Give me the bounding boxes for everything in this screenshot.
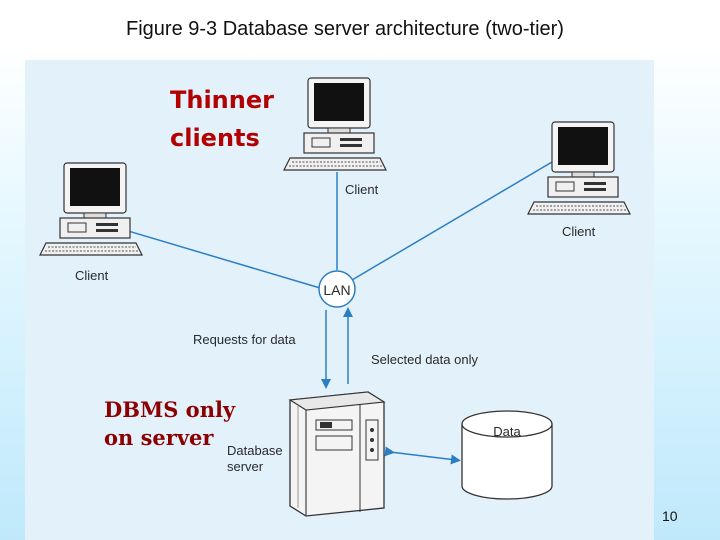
client-computer-left	[39, 162, 143, 256]
dbms-only-line1: DBMS only	[104, 397, 236, 422]
client-label-left: Client	[75, 268, 109, 283]
server-data-link	[384, 446, 461, 465]
dbms-only-line2: on server	[104, 425, 214, 450]
thinner-clients-line2: clients	[170, 124, 260, 152]
lan-node	[318, 270, 356, 308]
link-left-client	[107, 224, 321, 289]
requests-label: Requests for data	[193, 332, 296, 347]
client-label-top: Client	[345, 182, 379, 197]
lan-label: LAN	[323, 282, 350, 298]
server-label-line1: Database	[227, 443, 283, 458]
link-right-client	[351, 161, 553, 281]
server-label-line2: server	[227, 459, 264, 474]
client-computer-top	[283, 77, 387, 171]
database-server-icon	[288, 391, 386, 517]
data-cylinder-icon	[461, 410, 553, 500]
selected-data-label: Selected data only	[371, 352, 478, 367]
page-number: 10	[662, 508, 678, 524]
data-label: Data	[493, 424, 521, 439]
client-label-right: Client	[562, 224, 596, 239]
thinner-clients-line1: Thinner	[170, 86, 274, 114]
slide-title: Figure 9-3 Database server architecture …	[126, 18, 564, 40]
